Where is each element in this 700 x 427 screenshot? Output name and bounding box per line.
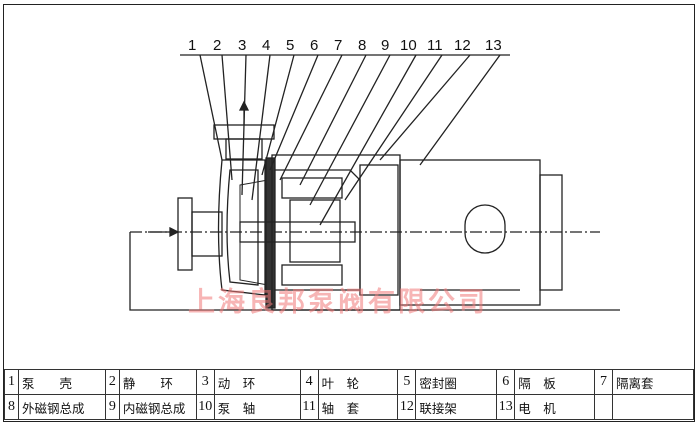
part-number: 4	[299, 369, 319, 395]
part-number: 5	[397, 369, 417, 395]
part-name: 泵 壳	[17, 369, 106, 395]
callout-12: 12	[454, 37, 471, 54]
part-name: 外磁钢总成	[17, 394, 106, 420]
part-name: 动 环	[213, 369, 301, 395]
part-name: 电 机	[514, 394, 596, 420]
part-number: 1	[4, 369, 19, 395]
part-name: 轴 套	[317, 394, 399, 420]
part-name	[612, 394, 694, 420]
part-number: 3	[195, 369, 215, 395]
callout-1: 1	[188, 37, 196, 54]
part-number: 11	[299, 394, 319, 420]
part-number: 6	[496, 369, 516, 395]
callout-13: 13	[485, 37, 502, 54]
part-number: 9	[104, 394, 120, 420]
callout-11: 11	[427, 37, 443, 54]
part-number: 13	[496, 394, 516, 420]
callout-9: 9	[381, 37, 389, 54]
callout-7: 7	[334, 37, 342, 54]
part-name: 联接架	[415, 394, 498, 420]
callout-10: 10	[400, 37, 417, 54]
part-number: 12	[397, 394, 417, 420]
part-name: 密封圈	[415, 369, 498, 395]
part-number	[594, 394, 614, 420]
part-number: 10	[195, 394, 215, 420]
callout-8: 8	[358, 37, 366, 54]
callout-6: 6	[310, 37, 318, 54]
part-number: 2	[104, 369, 120, 395]
part-name: 隔离套	[612, 369, 694, 395]
callout-3: 3	[238, 37, 246, 54]
part-name: 隔 板	[514, 369, 596, 395]
part-number: 7	[594, 369, 614, 395]
pump-cross-section: 1 2 3 4 5 6 7 8 9 10 11 12 13	[129, 37, 620, 311]
part-number: 8	[4, 394, 19, 420]
callout-5: 5	[286, 37, 294, 54]
watermark: 上海良邦泵阀有限公司	[188, 287, 488, 318]
part-name: 泵 轴	[213, 394, 301, 420]
callout-2: 2	[213, 37, 221, 54]
part-name: 叶 轮	[317, 369, 399, 395]
callout-4: 4	[262, 37, 270, 54]
part-name: 静 环	[118, 369, 197, 395]
part-name: 内磁钢总成	[118, 394, 197, 420]
drawing-frame	[3, 4, 695, 422]
